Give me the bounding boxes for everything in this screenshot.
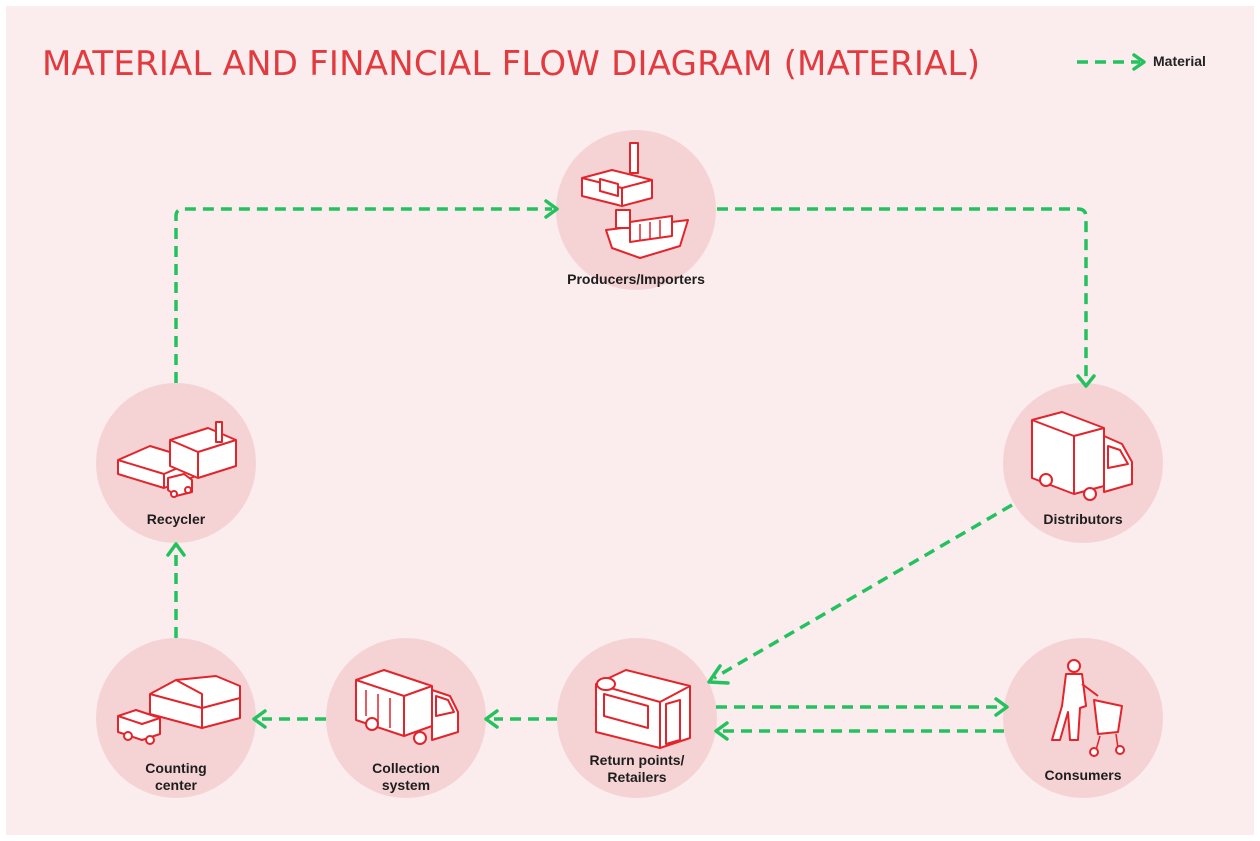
- producers-node[interactable]: [556, 130, 716, 290]
- flow-recycler-to-producers: [174, 199, 559, 383]
- consumers-label: Consumers: [1044, 767, 1122, 783]
- factory-and-ship-icon: [581, 142, 689, 259]
- distributors-label: Distributors: [1043, 511, 1123, 527]
- producers-label: Producers/Importers: [567, 271, 705, 287]
- delivery-truck-icon: [1031, 411, 1133, 501]
- flow-producers-to-distributors: [717, 207, 1096, 388]
- warehouse-truck-icon: [117, 675, 241, 745]
- legend-label: Material: [1153, 53, 1206, 69]
- flow-consumers-to-retailers: [714, 721, 1004, 741]
- flow-retailers-to-collection: [484, 709, 557, 729]
- shop-icon: [595, 669, 691, 749]
- counting-label: Counting center: [145, 760, 207, 793]
- recycling-plant-icon: [117, 421, 237, 498]
- flow-retailers-to-consumers: [716, 697, 1009, 717]
- flow-collection-to-counting: [252, 709, 326, 729]
- legend-arrow-icon: [1077, 53, 1146, 71]
- garbage-truck-icon: [355, 669, 459, 745]
- retailers-label: Return points/ Retailers: [589, 752, 685, 785]
- shopping-cart-person-icon: [1051, 659, 1125, 757]
- page-title: MATERIAL AND FINANCIAL FLOW DIAGRAM (MAT…: [42, 44, 981, 84]
- recycler-label: Recycler: [146, 511, 206, 527]
- flow-distributors-to-retailers: [707, 503, 1013, 685]
- flow-counting-to-recycler: [166, 542, 186, 638]
- collection-label: Collection system: [372, 760, 440, 793]
- consumers-node[interactable]: [1003, 638, 1163, 798]
- legend: Material: [1074, 50, 1234, 74]
